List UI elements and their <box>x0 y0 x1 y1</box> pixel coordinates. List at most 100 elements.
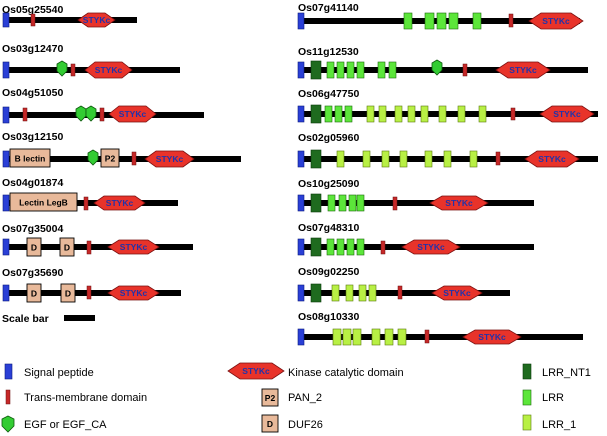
legend-duf26-swatch <box>261 414 279 433</box>
lrr1-domain <box>331 284 340 302</box>
kinase-label: STYKc <box>478 332 506 342</box>
lrr-domain <box>348 194 357 212</box>
duf26-label: D <box>64 243 70 253</box>
lrr-domain <box>356 61 365 79</box>
lrr1-domain <box>469 150 478 168</box>
lrr1-domain <box>366 105 375 123</box>
kinase-label: STYKc <box>445 198 473 208</box>
lrr-nt1-domain <box>310 60 322 80</box>
gene-os06g47750: Os06g47750 STYKc <box>297 88 598 124</box>
transmembrane-domain <box>70 63 76 77</box>
lrr1-domain <box>457 105 466 123</box>
lrr1-domain <box>352 328 362 346</box>
kinase-label: STYKc <box>417 242 445 252</box>
gene-name: Os03g12470 <box>2 43 63 55</box>
lrr1-domain <box>407 105 416 123</box>
legend-pan2-label: PAN_2 <box>288 392 322 404</box>
kinase-label: STYKc <box>509 65 537 75</box>
kinase-domain <box>144 150 195 168</box>
transmembrane-domain <box>508 13 514 28</box>
transmembrane-domain <box>495 151 501 166</box>
gene-name: Os09g02250 <box>298 266 359 278</box>
kinase-label: STYKc <box>95 65 123 75</box>
lrr-domain <box>472 12 482 30</box>
kinase-domain <box>528 12 584 30</box>
signal-peptide <box>297 328 305 346</box>
lectin-legb-domain <box>9 192 78 212</box>
kinase-domain <box>431 285 483 301</box>
signal-peptide <box>297 12 305 30</box>
protein-backbone <box>298 67 588 73</box>
lrr-nt1-domain <box>310 149 322 169</box>
kinase-label: STYKc <box>553 109 581 119</box>
kinase-label: STYKc <box>542 16 570 26</box>
legend-duf26-glyph: D <box>267 419 273 429</box>
legend-tm-label: Trans-membrane domain <box>24 392 147 404</box>
signal-peptide <box>297 238 305 256</box>
kinase-label: STYKc <box>120 242 148 252</box>
kinase-label: STYKc <box>443 288 471 298</box>
transmembrane-domain <box>397 285 403 300</box>
transmembrane-domain <box>86 240 92 255</box>
gene-name: Os03g12150 <box>2 131 63 143</box>
lrr1-domain <box>381 150 390 168</box>
legend-tm-swatch <box>5 389 11 405</box>
transmembrane-domain <box>424 329 430 344</box>
kinase-domain <box>107 239 160 255</box>
duf26-domain <box>26 283 42 303</box>
lrr1-domain <box>345 284 354 302</box>
kinase-domain <box>462 329 522 345</box>
kinase-domain <box>429 195 489 211</box>
signal-peptide <box>2 150 10 168</box>
lrr1-domain <box>424 150 433 168</box>
legend-pan2-swatch <box>261 388 279 407</box>
gene-name: Os11g12530 <box>298 46 359 58</box>
legend-kinase-glyph: STYKc <box>242 366 270 376</box>
b-lectin-label: B lectin <box>15 154 46 164</box>
signal-peptide <box>2 284 10 302</box>
legend-lrr-swatch <box>522 389 532 406</box>
duf26-domain <box>59 237 75 257</box>
lrr-nt1-domain <box>310 193 322 213</box>
transmembrane-domain <box>86 285 92 300</box>
lrr1-domain <box>384 328 394 346</box>
lrr-domain <box>346 61 355 79</box>
scale-bar-line <box>64 315 95 321</box>
lrr-domain <box>324 105 333 123</box>
kinase-domain <box>84 61 133 79</box>
lrr-domain <box>424 12 435 30</box>
duf26-label: D <box>31 289 37 299</box>
lrr-nt1-domain <box>310 283 322 303</box>
signal-peptide <box>297 61 305 79</box>
legend-lrr-label: LRR <box>542 392 564 404</box>
lrr1-domain <box>342 328 352 346</box>
gene-os08g10330: Os08g10330 STYKc <box>297 311 583 346</box>
legend-nt1-swatch <box>522 363 532 380</box>
lrr-domain <box>356 238 365 256</box>
gene-os07g48310: Os07g48310 STYKc <box>297 222 534 257</box>
protein-backbone <box>3 290 181 296</box>
legend: Signal peptide Trans-membrane domain EGF… <box>1 362 591 433</box>
lrr1-domain <box>362 150 371 168</box>
legend-kinase-label: Kinase catalytic domain <box>288 367 404 379</box>
gene-name: Os07g35690 <box>2 267 63 279</box>
lrr-domain <box>448 12 459 30</box>
protein-backbone <box>3 244 193 250</box>
gene-name: Os05g25540 <box>2 4 63 16</box>
gene-os02g05960: Os02g05960 STYKc <box>297 132 598 169</box>
lrr1-domain <box>378 105 387 123</box>
scale-bar-label: Scale bar <box>2 313 49 325</box>
lrr1-domain <box>478 105 487 123</box>
kinase-domain <box>93 195 146 211</box>
duf26-domain <box>60 283 76 303</box>
signal-peptide <box>2 106 10 124</box>
scale-bar: Scale bar <box>2 313 95 325</box>
egf-domain <box>75 105 87 122</box>
signal-peptide <box>2 12 10 28</box>
lrr1-domain <box>443 150 452 168</box>
protein-backbone <box>3 156 241 162</box>
lrr-domain <box>344 105 353 123</box>
duf26-label: D <box>65 289 71 299</box>
lrr1-domain <box>394 105 403 123</box>
